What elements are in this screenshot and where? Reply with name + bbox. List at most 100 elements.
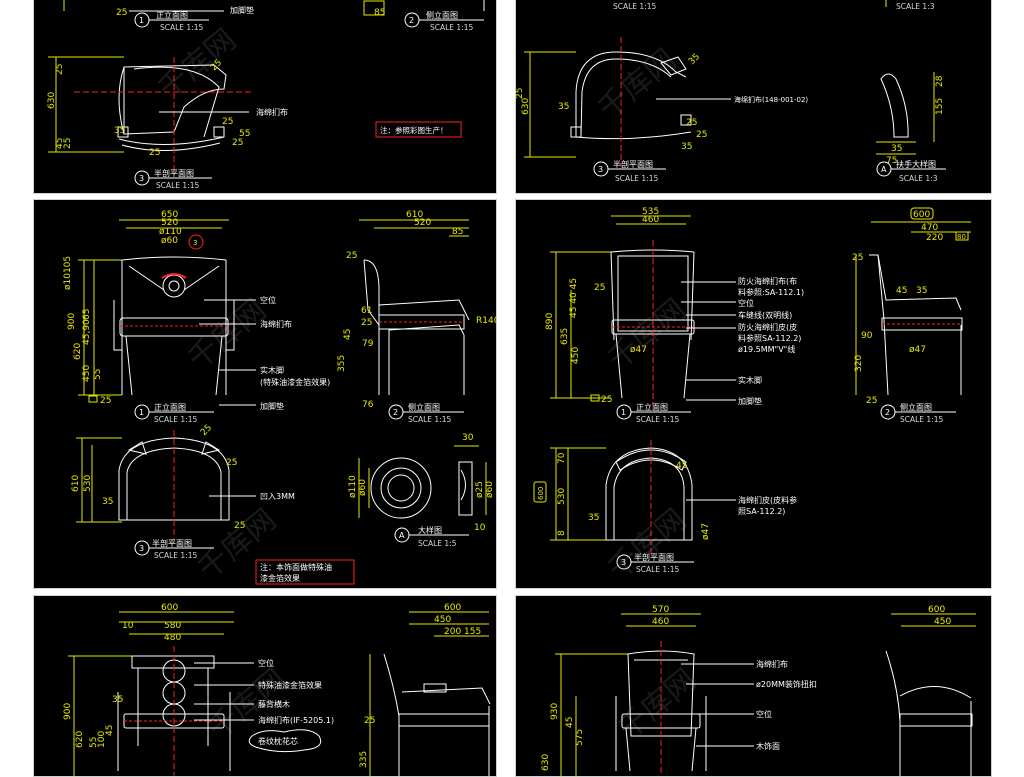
- dim: 155: [464, 627, 481, 637]
- panel-middle-right: 535 460 890 635 45 40 45 450 25 25 ø47 防…: [515, 199, 992, 589]
- note: 加脚垫: [230, 5, 254, 15]
- dim: 25: [226, 458, 237, 468]
- dim: 25: [866, 396, 877, 406]
- note: 实木脚: [738, 375, 762, 385]
- dim: 25: [601, 395, 612, 405]
- note: 料参照:SA-112.1): [738, 287, 804, 297]
- dim: 35: [114, 126, 125, 136]
- view-number: A: [399, 531, 405, 540]
- view-title: 半剖平面图: [154, 168, 194, 178]
- dim: 575: [575, 729, 585, 746]
- panel-middle-left: 650 520 ø110 ø60 3 ø10105 900 65 45,90 6…: [33, 199, 497, 589]
- dim: 450: [571, 347, 581, 364]
- chair-drawing-4: 535 460 890 635 45 40 45 450 25 25 ø47 防…: [533, 207, 971, 574]
- note: 卷纹枕花芯: [258, 736, 298, 746]
- view-scale: SCALE 1:15: [154, 415, 197, 424]
- dim: 320: [854, 355, 864, 372]
- dim: ø47: [630, 345, 647, 355]
- note: (特殊油漆金箔效果): [260, 377, 330, 387]
- note: 空位: [756, 709, 772, 719]
- dim: 25: [852, 253, 863, 263]
- note: 加脚垫: [260, 401, 284, 411]
- dim: ø47: [701, 523, 711, 540]
- dim: 35: [112, 695, 123, 705]
- dim: 530: [557, 488, 567, 505]
- dim: 600: [537, 487, 545, 500]
- chair-drawing-2: SCALE 1:15 SCALE 1:3 630 25 35 海绵扪布(148-…: [516, 0, 946, 183]
- view-scale: SCALE 1:15: [900, 415, 943, 424]
- dim: 480: [164, 633, 181, 643]
- dim: 55: [89, 737, 99, 748]
- view-number: 3: [621, 558, 626, 567]
- dim: 25: [222, 117, 233, 127]
- view-title: 大样图: [418, 525, 442, 535]
- dim: 79: [362, 339, 374, 349]
- view-title: 正立面图: [154, 402, 186, 412]
- dim: 55: [239, 129, 250, 139]
- dim: 45: [55, 138, 65, 149]
- dim: 450: [434, 615, 451, 625]
- dim: 450: [82, 365, 92, 382]
- dim: 520: [414, 218, 431, 228]
- note: 车缝线(双明线): [738, 310, 792, 320]
- dim: 630: [521, 98, 531, 115]
- dim: 61: [361, 306, 372, 316]
- view-scale: SCALE 1:3: [896, 2, 935, 11]
- note: ø20MM装饰扭扣: [756, 679, 817, 689]
- dim: 530: [83, 475, 93, 492]
- red-note: 注：本饰面做特殊油: [260, 562, 332, 572]
- dim: 335: [359, 751, 369, 768]
- dim: 600: [161, 603, 178, 613]
- dim: 76: [362, 400, 374, 410]
- view-scale: SCALE 1:15: [613, 2, 656, 11]
- note: 海绵扪布(IF-5205.1): [258, 715, 334, 725]
- dim: ø10105: [63, 256, 73, 290]
- view-scale: SCALE 1:15: [636, 415, 679, 424]
- dim: 90: [861, 331, 873, 341]
- panel-top-right: SCALE 1:15 SCALE 1:3 630 25 35 海绵扪布(148-…: [515, 0, 992, 194]
- dim: ø60: [358, 479, 368, 496]
- dim: 80: [957, 233, 966, 241]
- dim: 35: [102, 497, 113, 507]
- chair-drawing-6: 570 460 930 45 575 630 海绵扪布 ø20MM装饰扭扣 空位…: [541, 605, 976, 776]
- dim: 930: [550, 703, 560, 720]
- dim: 25: [116, 8, 127, 18]
- dim: 100: [97, 731, 107, 748]
- chair-drawing-5: 600 10 580 480 900 35 620 55 100 45 空位 特…: [63, 603, 491, 776]
- view-scale: SCALE 1:5: [418, 539, 457, 548]
- note: 实木脚: [260, 365, 284, 375]
- dim: 85: [374, 8, 385, 18]
- view-scale: SCALE 1:15: [156, 181, 199, 190]
- note: 空位: [260, 295, 276, 305]
- note: 藤背横木: [258, 699, 290, 709]
- dim: 10: [474, 523, 486, 533]
- dim: 620: [75, 731, 85, 748]
- view-number: 3: [139, 174, 144, 183]
- dim: 890: [545, 313, 555, 330]
- dim: 25: [232, 138, 243, 148]
- view-scale: SCALE 1:15: [615, 174, 658, 183]
- dim: 600: [913, 210, 930, 220]
- chair-drawing-3: 650 520 ø110 ø60 3 ø10105 900 65 45,90 6…: [63, 210, 496, 585]
- dim: 600: [928, 605, 945, 615]
- chair-drawing-1: 25 加脚垫 85 1 正立面图 SCALE 1:15 2 侧立面图 SCALE…: [47, 0, 485, 190]
- note: 防火海绵扪布(布: [738, 276, 797, 286]
- dim: 35: [891, 144, 902, 154]
- dim: 630: [541, 754, 551, 771]
- dim: ø60: [485, 481, 495, 498]
- note: 凹入3MM: [260, 492, 295, 501]
- dim: 25: [63, 138, 73, 149]
- dim: 25: [55, 64, 65, 75]
- view-scale: SCALE 1:15: [408, 415, 451, 424]
- dim: 580: [164, 621, 181, 631]
- dim: 635: [560, 328, 570, 345]
- note: 料参照SA-112.2): [738, 333, 801, 343]
- dim: 55: [93, 369, 103, 380]
- dim: 460: [642, 215, 659, 225]
- view-title: 正立面图: [636, 402, 668, 412]
- dim: 460: [652, 617, 669, 627]
- dim: 600: [444, 603, 461, 613]
- dim: 25: [696, 130, 707, 140]
- dim: 35: [681, 142, 692, 152]
- dim: 25: [234, 521, 245, 531]
